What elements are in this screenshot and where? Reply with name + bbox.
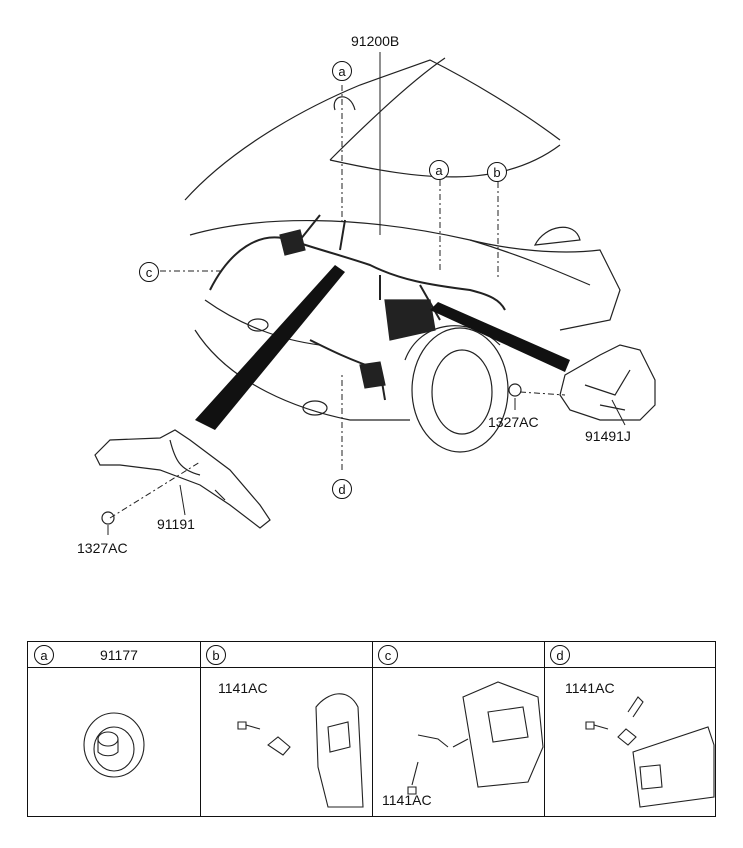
car-hood-edge [189,219,591,286]
harness-box-2 [279,229,306,256]
table-col-b-letter: b [206,645,226,665]
callout-c: c [139,262,159,282]
car-front-bumper [194,329,410,421]
bolt-c-illustration [407,681,544,795]
bracket-left-shape [94,429,271,529]
mirror-left [333,96,356,111]
table-divider [372,642,373,816]
leader-nut-right [519,391,566,396]
grommet-illustration [83,712,145,778]
leader-91191 [179,484,186,516]
label-bracket-right: 91491J [585,428,631,444]
car-side [469,239,621,331]
table-col-b-part: 1141AC [218,680,268,696]
table-col-a-letter: a [34,645,54,665]
table-col-d-part: 1141AC [565,680,615,696]
pointer-beam-left [195,265,345,430]
car-logo [247,318,269,332]
callout-top-a: a [332,61,352,81]
table-col-c-letter: c [378,645,398,665]
table-col-a-part: 91177 [100,647,138,663]
label-nut-left: 1327AC [77,540,128,556]
callout-mid-a: a [429,160,449,180]
pointer-beam-right [430,302,570,372]
table-illustrations [83,681,715,808]
harness-box-3 [359,361,386,389]
label-nut-right: 1327AC [488,414,539,430]
table-divider [544,642,545,816]
bolt-d-illustration [585,696,715,808]
legend-table: a 91177 b 1141AC c 1141AC d 1141AC [27,641,716,817]
car-hood-outline [184,59,561,201]
table-divider [200,642,201,816]
table-col-d-letter: d [550,645,570,665]
car-windshield [329,57,561,178]
harness-main [209,236,506,311]
label-bracket-left: 91191 [157,516,195,532]
table-col-c-part: 1141AC [382,792,432,808]
car-grille [204,299,321,346]
car-wheel-inner [431,349,493,435]
nut-right-shape [508,383,522,397]
car-wheel-outer [411,327,509,453]
bracket-right-shape [559,344,656,421]
nut-left-shape [101,511,115,525]
leader-91491J [611,399,626,426]
callout-d: d [332,479,352,499]
table-header-line [28,667,715,668]
leader-nut-left [109,461,201,519]
mirror [533,226,581,246]
harness-branch [299,214,441,401]
parts-diagram [94,52,656,535]
harness-box [384,299,436,341]
fog-lamp [302,400,328,416]
callout-b: b [487,162,507,182]
label-wiring-harness: 91200B [351,33,400,49]
bolt-b-illustration [237,693,364,808]
